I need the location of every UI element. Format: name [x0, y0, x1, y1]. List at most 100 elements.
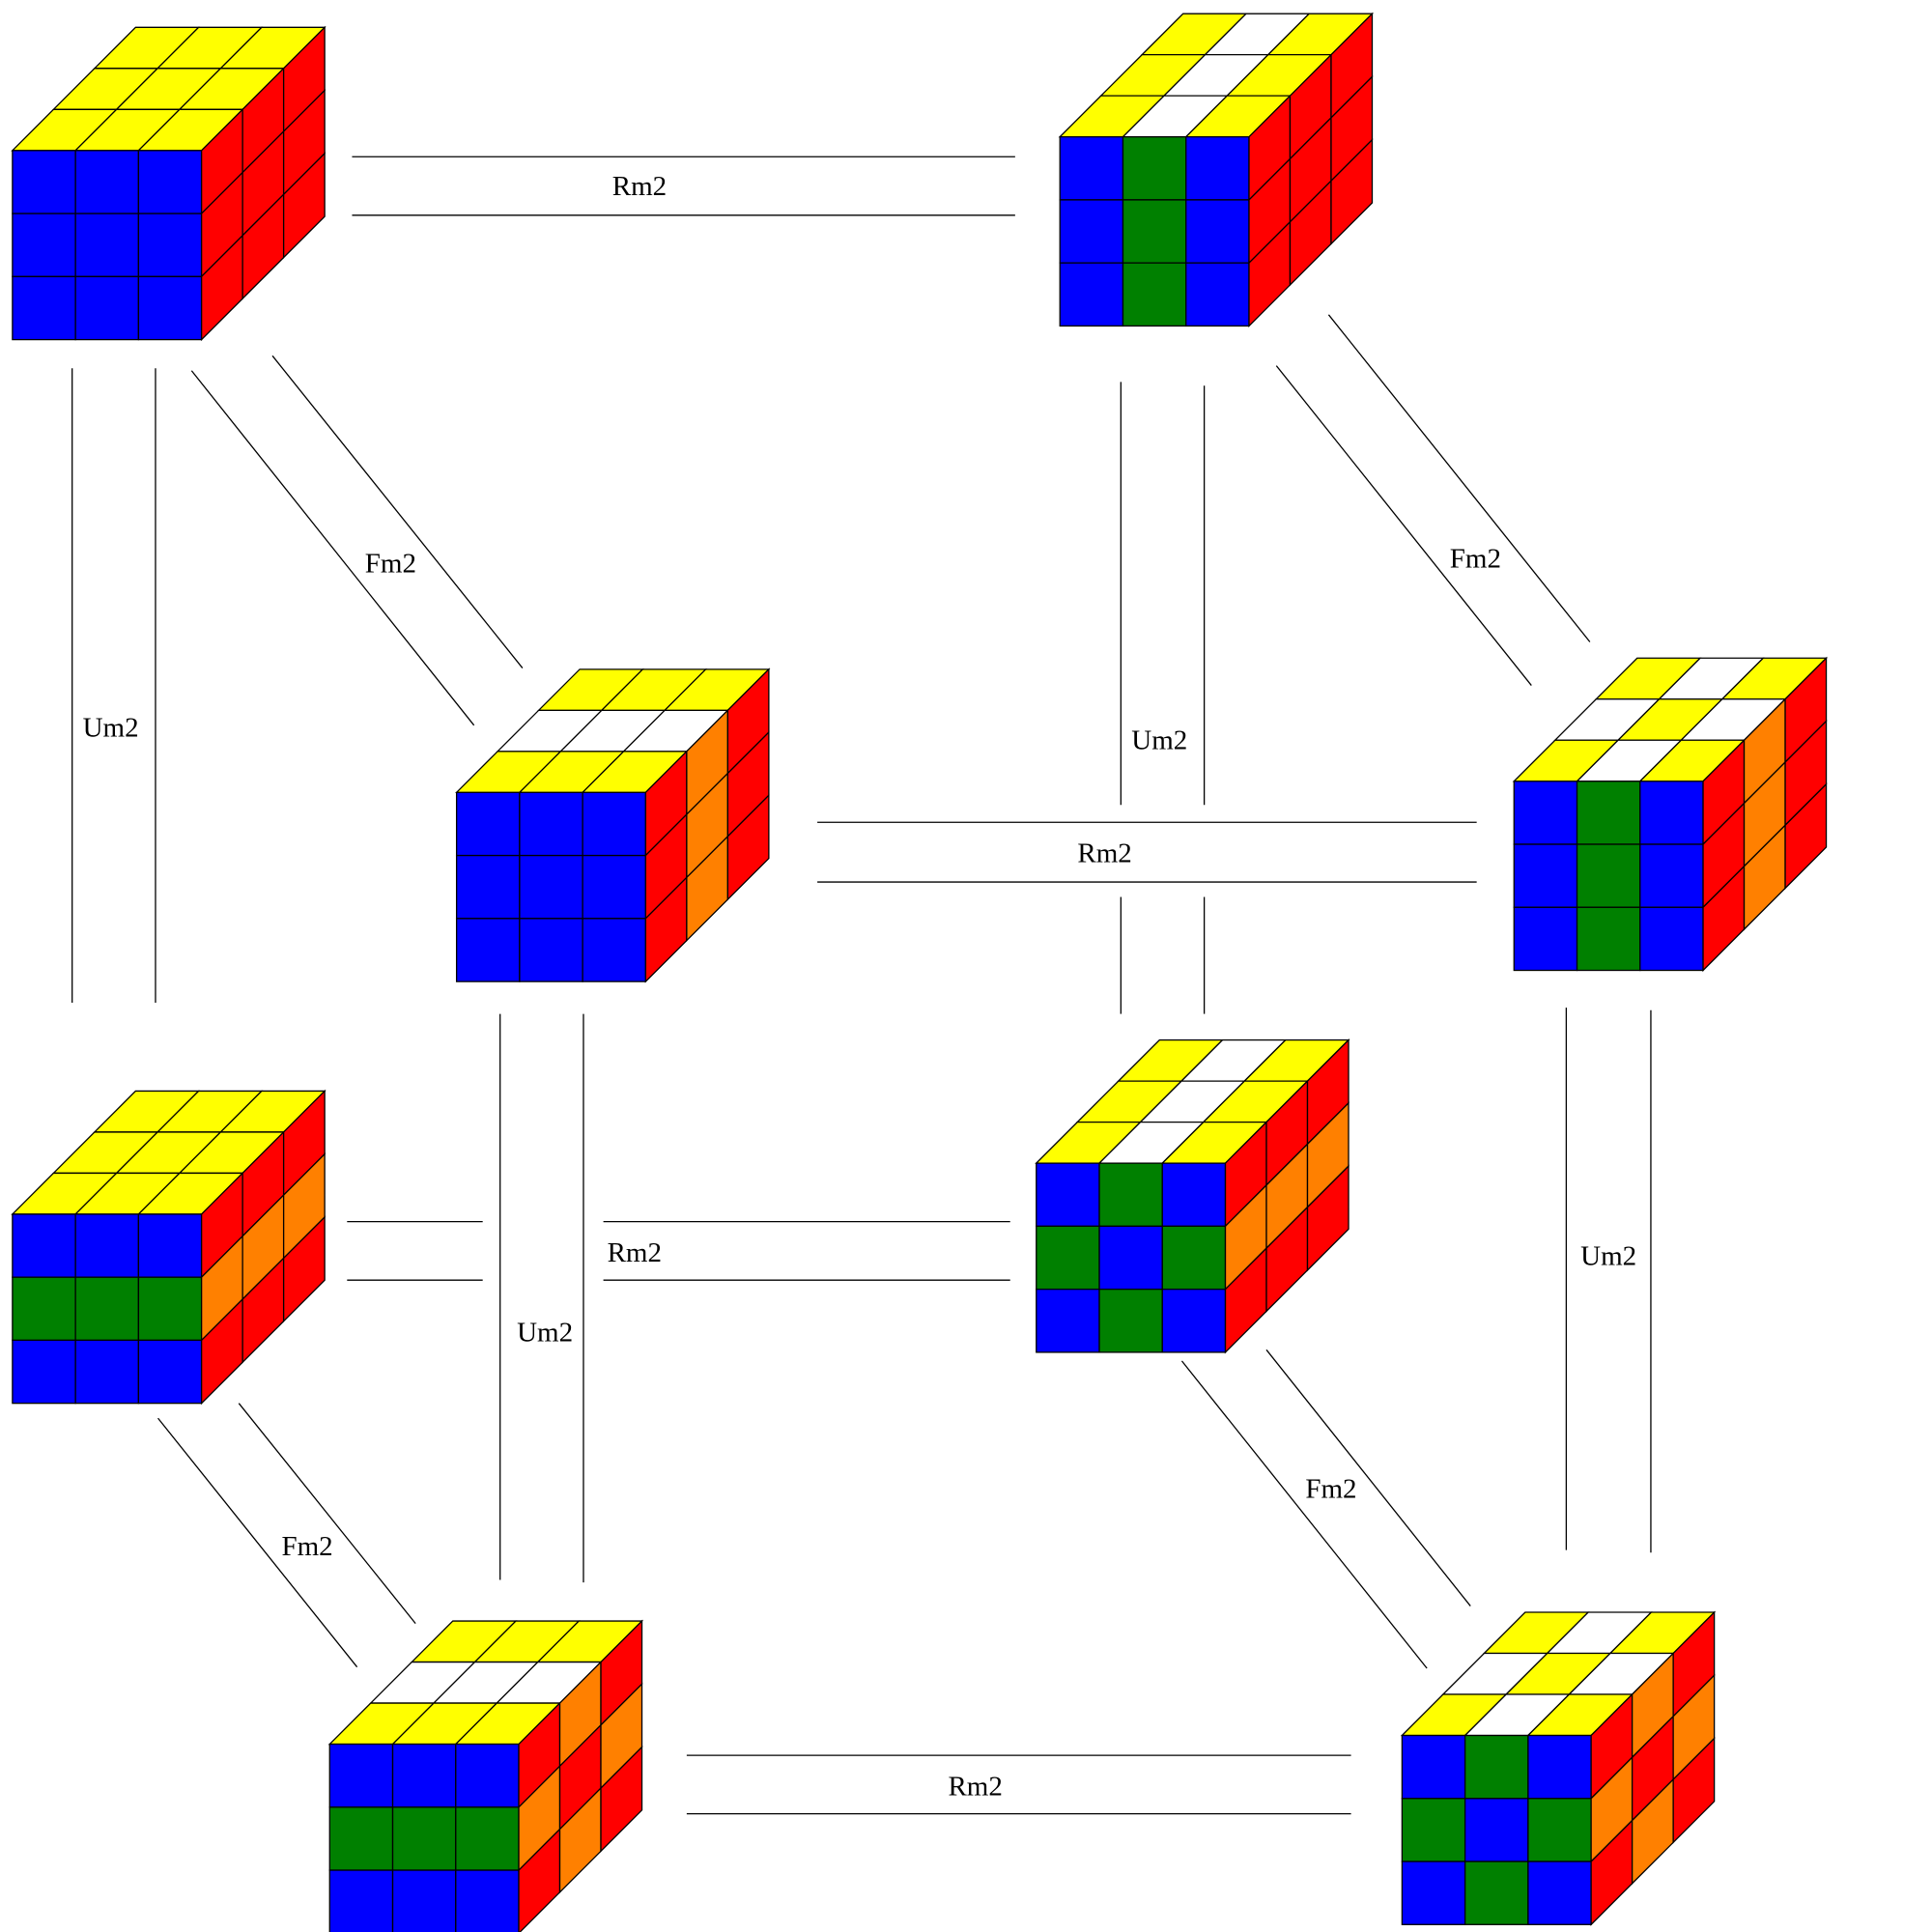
- move-label: Rm2: [1077, 838, 1131, 868]
- right-face: [1590, 1610, 1716, 1926]
- transition-solved-to-after-fm2: Fm2: [190, 355, 524, 726]
- front-facelet: [1036, 1225, 1100, 1291]
- top-face: [327, 1620, 644, 1746]
- connector-line: [190, 370, 475, 726]
- front-facelet: [1036, 1162, 1100, 1228]
- connector-line: [238, 1403, 416, 1625]
- right-facelet: [1784, 782, 1828, 891]
- front-facelet: [1463, 1734, 1529, 1800]
- front-facelet: [1059, 136, 1124, 201]
- right-face: [1224, 1038, 1350, 1354]
- front-facelet: [137, 1276, 203, 1342]
- move-label: Rm2: [608, 1237, 662, 1268]
- move-label: Um2: [83, 712, 139, 743]
- cube-after-rm2: [1058, 12, 1375, 327]
- transition-after-rm2-to-after-rm2-fm2: Fm2: [1275, 314, 1591, 686]
- right-facelet: [282, 1215, 326, 1323]
- front-facelet: [1463, 1861, 1529, 1925]
- front-face: [455, 791, 647, 982]
- front-face: [1513, 781, 1704, 972]
- right-facelet: [1330, 138, 1374, 245]
- transition-after-rm2-um2-to-after-all-three: Fm2: [1180, 1349, 1471, 1669]
- front-facelet: [1122, 199, 1187, 264]
- front-facelet: [1527, 1861, 1592, 1925]
- front-facelet: [455, 791, 521, 857]
- connector-line: [1265, 1349, 1471, 1606]
- move-label: Fm2: [1305, 1474, 1356, 1505]
- front-facelet: [328, 1743, 394, 1808]
- front-facelet: [12, 275, 76, 341]
- front-facelet: [137, 275, 203, 341]
- front-facelet: [455, 1869, 520, 1932]
- front-facelet: [137, 213, 203, 277]
- connector-line: [1275, 365, 1532, 686]
- front-facelet: [391, 1743, 457, 1808]
- transition-after-rm2-to-after-rm2-um2: Um2: [1120, 382, 1206, 1014]
- front-facelet: [137, 1213, 203, 1278]
- transition-after-um2-to-after-rm2-um2: Rm2: [347, 1221, 1010, 1281]
- right-facelet: [600, 1745, 643, 1853]
- connector-line: [157, 1417, 358, 1668]
- cube-after-rm2-fm2: [1512, 656, 1829, 973]
- front-facelet: [1161, 1162, 1227, 1228]
- move-label: Fm2: [365, 548, 416, 579]
- front-facelet: [1639, 906, 1704, 972]
- front-facelet: [582, 791, 647, 857]
- front-facelet: [1401, 1861, 1466, 1925]
- transition-after-fm2-to-after-rm2-fm2: Rm2: [817, 821, 1477, 883]
- front-facelet: [1185, 262, 1250, 327]
- front-facelet: [1161, 1288, 1227, 1353]
- front-facelet: [1036, 1288, 1100, 1353]
- transition-solved-to-after-rm2: Rm2: [352, 156, 1015, 216]
- right-facelet: [1672, 1736, 1716, 1844]
- front-facelet: [1401, 1798, 1466, 1862]
- right-face: [518, 1619, 643, 1932]
- move-label: Um2: [1131, 724, 1187, 755]
- front-facelet: [391, 1869, 457, 1932]
- front-facelet: [328, 1806, 394, 1871]
- front-facelet: [1098, 1225, 1163, 1291]
- front-facelet: [582, 918, 647, 982]
- top-face: [11, 1090, 327, 1215]
- front-facelet: [1576, 906, 1641, 972]
- front-face: [12, 1213, 203, 1405]
- front-face: [1036, 1162, 1227, 1353]
- cubes-layer: [11, 12, 1829, 1932]
- front-facelet: [1463, 1798, 1529, 1862]
- cube-solved: [11, 25, 327, 342]
- front-facelet: [391, 1806, 457, 1871]
- top-face: [455, 668, 771, 793]
- front-facelet: [1185, 199, 1250, 264]
- right-facelet: [1306, 1164, 1350, 1272]
- transition-after-rm2-fm2-to-after-all-three: Um2: [1565, 1008, 1652, 1553]
- front-facelet: [519, 918, 583, 982]
- move-label: Rm2: [612, 171, 667, 202]
- move-label: Um2: [517, 1317, 573, 1348]
- move-label: Fm2: [281, 1531, 332, 1562]
- front-facelet: [74, 1276, 140, 1342]
- front-facelet: [1059, 262, 1124, 327]
- right-face: [200, 1089, 326, 1406]
- front-facelet: [12, 1213, 76, 1278]
- top-face: [1512, 657, 1829, 782]
- right-face: [200, 25, 326, 342]
- front-facelet: [1527, 1734, 1592, 1800]
- front-facelet: [1576, 843, 1641, 908]
- front-facelet: [1639, 843, 1704, 908]
- top-face: [1400, 1611, 1717, 1737]
- front-facelet: [455, 1743, 520, 1808]
- front-face: [12, 150, 203, 341]
- front-facelet: [74, 150, 140, 214]
- front-facelet: [1513, 906, 1578, 972]
- front-facelet: [74, 213, 140, 277]
- transition-after-fm2-to-after-fm2-um2: Um2: [499, 1013, 584, 1583]
- front-facelet: [74, 1213, 140, 1278]
- front-facelet: [74, 1339, 140, 1405]
- cube-after-rm2-um2: [1035, 1038, 1350, 1354]
- front-facelet: [1098, 1162, 1163, 1228]
- connector-line: [1327, 314, 1591, 642]
- front-face: [1059, 136, 1250, 327]
- front-facelet: [455, 918, 521, 982]
